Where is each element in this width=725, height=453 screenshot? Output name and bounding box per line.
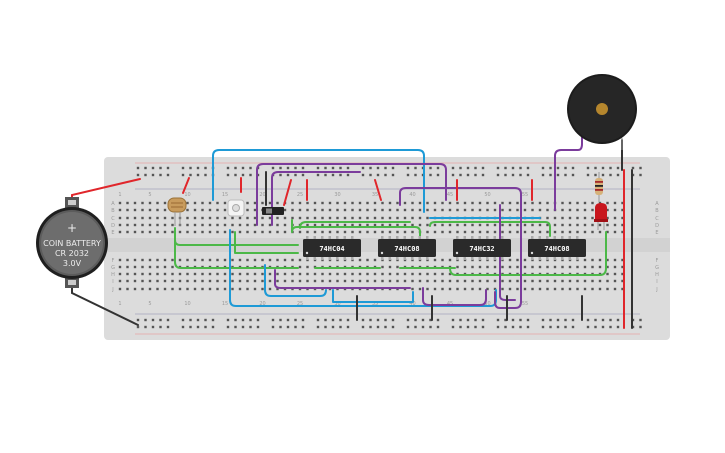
column-number: 20 (259, 301, 265, 307)
column-number: 1 (118, 301, 121, 307)
row-letter: D (111, 223, 115, 229)
green-wires (174, 219, 607, 276)
column-number: 50 (484, 192, 490, 198)
row-letter: I (112, 279, 113, 285)
row-letter: C (111, 216, 115, 222)
row-letter: F (656, 258, 659, 264)
wire-green (234, 231, 299, 254)
red-led (594, 203, 608, 230)
chip-body (303, 239, 361, 257)
column-number: 15 (222, 301, 228, 307)
row-letter: G (655, 265, 659, 271)
wire-green (291, 219, 421, 239)
red-wires (71, 169, 625, 329)
row-letter: A (111, 201, 115, 207)
ic-chip[interactable]: 74HC04 (303, 236, 361, 260)
row-letter: B (111, 208, 115, 214)
row-letter: J (111, 287, 113, 293)
battery-label-line2: CR 2032 (55, 249, 89, 258)
wire-purple (422, 287, 487, 306)
wire-purple (554, 134, 583, 211)
column-number: 10 (184, 192, 190, 198)
column-number: 30 (334, 192, 340, 198)
row-letter: G (111, 265, 115, 271)
ic-chip[interactable]: 74HC32 (453, 236, 511, 260)
coin-battery: + COIN BATTERY CR 2032 3.0V (36, 197, 108, 288)
wire-blue (212, 149, 425, 213)
column-number: 40 (409, 192, 415, 198)
column-number: 55 (522, 192, 528, 198)
ic-chips: 74HC04 74HC08 74HC32 74HC08 (303, 236, 586, 260)
chip-pin1-dot (530, 251, 534, 255)
row-letter: E (655, 230, 658, 236)
wire-purple (271, 171, 361, 226)
row-letter: C (655, 216, 659, 222)
column-number: 10 (184, 301, 190, 307)
column-number: 35 (372, 301, 378, 307)
chip-pin1-dot (305, 251, 309, 255)
row-letter: B (655, 208, 659, 214)
piezo-buzzer (567, 74, 637, 150)
column-number: 50 (484, 301, 490, 307)
column-number: 15 (222, 192, 228, 198)
column-number: 5 (148, 301, 151, 307)
ic-chip[interactable]: 74HC08 (528, 236, 586, 260)
row-letter: H (111, 272, 115, 278)
row-letter: D (655, 223, 659, 229)
row-letter: A (655, 201, 659, 207)
resistor (595, 172, 603, 202)
wire-green (449, 231, 607, 276)
wire-blue (332, 289, 414, 303)
wire-blue (264, 264, 327, 297)
row-letter: F (112, 258, 115, 264)
column-number: 1 (118, 192, 121, 198)
chip-pin1-dot (380, 251, 384, 255)
column-number: 30 (334, 301, 340, 307)
battery-plus: + (67, 221, 77, 235)
column-number: 55 (522, 301, 528, 307)
wire-purple (499, 204, 516, 301)
battery-label-line3: 3.0V (63, 259, 82, 268)
chip-label: 74HC32 (469, 245, 494, 253)
white-switch[interactable] (227, 199, 245, 217)
column-number: 5 (148, 192, 151, 198)
row-letter: E (111, 230, 114, 236)
row-letter: H (655, 272, 659, 278)
chip-label: 74HC08 (394, 245, 419, 253)
wire-green (299, 221, 411, 229)
column-number: 20 (259, 192, 265, 198)
slide-switch[interactable] (262, 207, 284, 215)
chip-label: 74HC04 (319, 245, 344, 253)
chip-pin1-dot (455, 251, 459, 255)
wire-green (429, 221, 551, 237)
wire-purple (274, 269, 411, 289)
chip-body (453, 239, 511, 257)
column-number: 25 (297, 192, 303, 198)
column-number: 35 (372, 192, 378, 198)
column-number: 40 (409, 301, 415, 307)
chip-label: 74HC08 (544, 245, 569, 253)
chip-body (528, 239, 586, 257)
wire-green (174, 231, 299, 269)
column-numbers: 1155101015152020252530303535404045455050… (118, 192, 528, 307)
photoresistor[interactable] (167, 197, 187, 226)
row-letter: I (656, 279, 657, 285)
wire-purple (399, 187, 522, 309)
black-wires (71, 139, 633, 329)
column-number: 45 (447, 192, 453, 198)
ic-chip[interactable]: 74HC08 (378, 236, 436, 260)
wire-purple (256, 163, 447, 226)
row-letter: J (655, 287, 657, 293)
chip-body (378, 239, 436, 257)
column-number: 25 (297, 301, 303, 307)
battery-label-line1: COIN BATTERY (43, 239, 101, 248)
purple-wires (256, 134, 583, 309)
